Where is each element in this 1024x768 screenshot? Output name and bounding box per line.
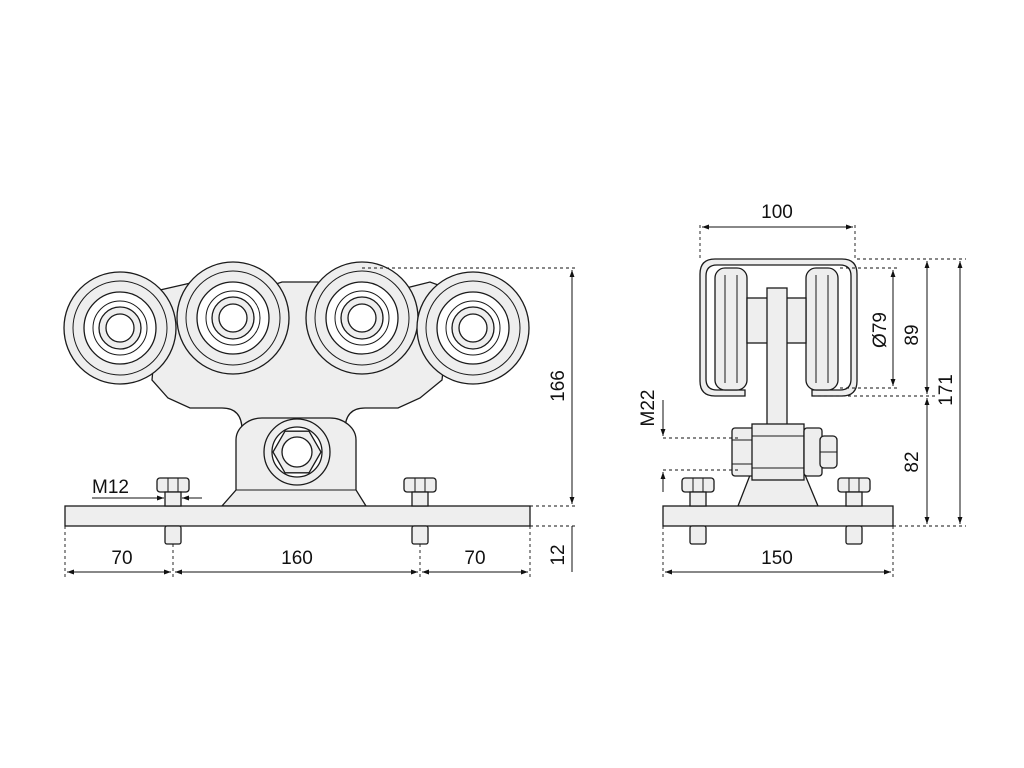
dim-12-label: 12 — [548, 544, 569, 565]
front-wheel-1 — [63, 271, 177, 385]
side-bolt-right — [837, 477, 871, 545]
dim-89: 89 — [902, 261, 930, 394]
side-wheel-right — [785, 267, 839, 391]
dim-70-right-label: 70 — [464, 548, 485, 569]
front-base-plate — [64, 505, 531, 527]
dim-171: 171 — [936, 261, 963, 524]
rail-profile — [699, 258, 858, 397]
dim-diameter-label: Ø79 — [870, 312, 891, 348]
dim-100: 100 — [699, 202, 856, 259]
front-wheel-2 — [176, 261, 290, 375]
dim-160-label: 160 — [281, 548, 313, 569]
dim-82: 82 — [902, 398, 930, 524]
dim-166: 166 — [362, 267, 578, 507]
dim-150: 150 — [662, 526, 894, 578]
side-bolt-left — [681, 477, 715, 545]
dim-12: 12 — [530, 525, 578, 572]
side-bolt-assembly — [731, 423, 838, 481]
axle-nut — [263, 418, 331, 486]
dim-82-label: 82 — [902, 451, 923, 472]
m22-callout: M22 — [638, 390, 740, 492]
side-view: 100 Ø79 89 82 171 — [638, 202, 966, 578]
front-bottom-dimensions: 70 160 70 — [64, 526, 531, 578]
m22-label: M22 — [638, 390, 659, 427]
dim-89-label: 89 — [902, 324, 923, 345]
side-base-plate — [662, 505, 894, 527]
dim-70-left-label: 70 — [111, 548, 132, 569]
dim-166-label: 166 — [548, 370, 569, 402]
dim-100-label: 100 — [761, 202, 793, 223]
front-bolt-left — [156, 477, 190, 545]
dim-150-label: 150 — [761, 548, 793, 569]
front-wheel-4 — [416, 271, 530, 385]
side-wheel-left — [714, 267, 770, 391]
dim-171-label: 171 — [936, 374, 957, 406]
dim-diameter-79: Ø79 — [870, 270, 896, 386]
front-view: M12 166 12 70 160 70 — [63, 261, 578, 578]
m12-label: M12 — [92, 477, 129, 498]
m12-callout: M12 — [92, 477, 202, 501]
front-bolt-right — [403, 477, 437, 545]
front-wheel-3 — [305, 261, 419, 375]
